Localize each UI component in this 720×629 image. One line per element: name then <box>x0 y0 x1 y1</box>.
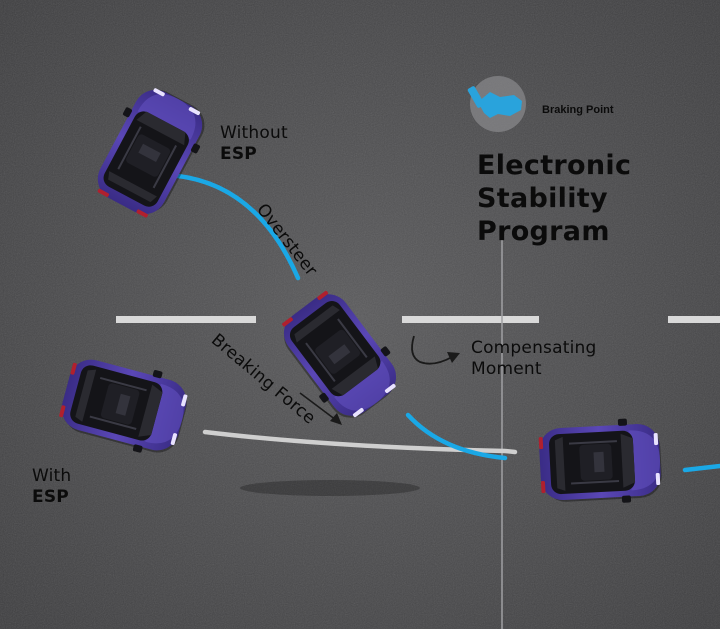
label-with-esp: With ESP <box>32 466 71 508</box>
title-line-2: Stability <box>477 183 608 214</box>
lane-markings <box>116 316 720 323</box>
label-without-strong: ESP <box>220 144 257 164</box>
brand-name: Braking Point <box>542 104 614 116</box>
lane-dash <box>668 316 720 323</box>
label-compensating-line1: Compensating <box>471 338 597 358</box>
braking-force-arrow <box>299 392 342 425</box>
label-with-prefix: With <box>32 466 72 486</box>
compensating-moment-arrow <box>411 335 460 365</box>
path-esp-exit <box>682 463 720 473</box>
label-compensating-moment: Compensating Moment <box>471 338 596 380</box>
label-with-strong: ESP <box>32 487 69 507</box>
lane-dash <box>116 316 256 323</box>
lane-dash <box>402 316 539 323</box>
title-line-1: Electronic <box>477 150 632 181</box>
hand-brake-icon <box>467 86 522 118</box>
path-without-esp <box>175 173 301 281</box>
label-without-prefix: Without <box>220 123 288 143</box>
label-without-esp: Without ESP <box>220 123 288 165</box>
label-compensating-line2: Moment <box>471 359 542 379</box>
title-line-3: Program <box>477 216 610 247</box>
page-title: Electronic Stability Program <box>477 149 631 248</box>
path-with-esp <box>202 429 518 455</box>
path-esp-correction <box>405 412 508 461</box>
car-stabilized <box>536 415 665 509</box>
brand-logo <box>467 76 526 132</box>
